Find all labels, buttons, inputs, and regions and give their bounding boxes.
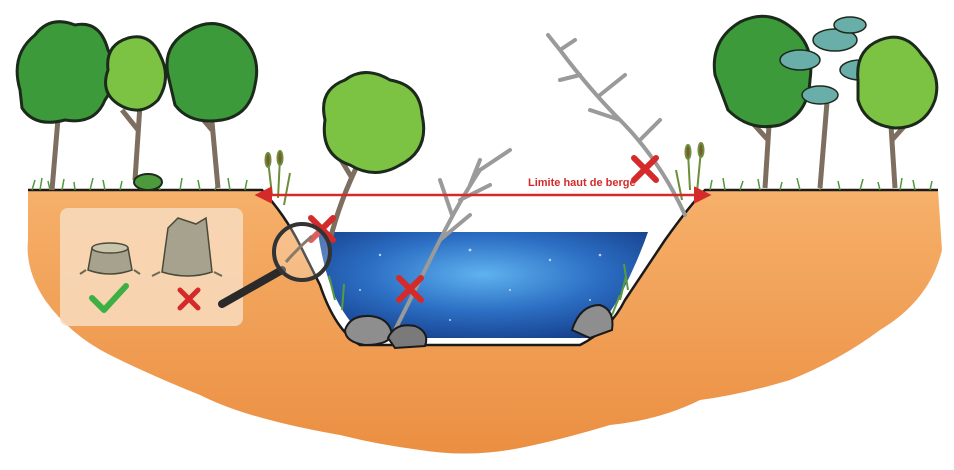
tree-left-2 — [106, 37, 166, 180]
tree-right-3 — [858, 37, 937, 188]
red-x-icon — [634, 158, 656, 180]
bank-limit-label: Limite haut de berge — [528, 177, 636, 189]
reeds-right — [676, 143, 704, 200]
tree-left-1 — [17, 22, 114, 190]
stump-inset-panel — [60, 208, 243, 326]
tree-left-3 — [167, 24, 257, 188]
bush-left — [134, 174, 162, 190]
tree-right-1 — [714, 16, 811, 188]
tree-slope — [324, 73, 424, 241]
